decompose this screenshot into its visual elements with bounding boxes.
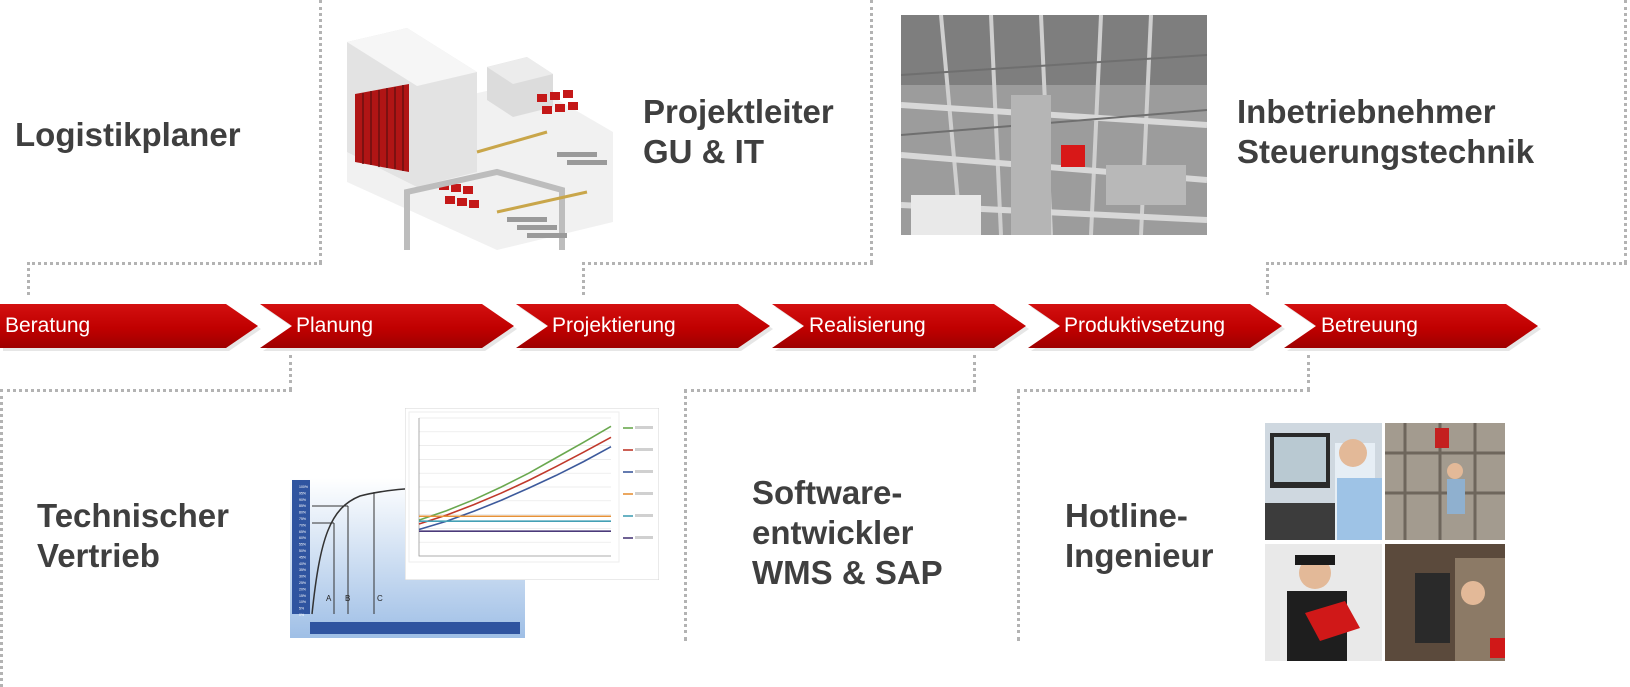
abc-label-b: B [345,594,350,603]
abc-y-tick-label: 90% [299,498,306,502]
abc-y-tick-label: 30% [299,575,306,579]
photo-headset-agent [1265,423,1382,540]
abc-y-tick-label: 100% [299,485,308,489]
role-hotline-line1: Hotline- [1065,497,1188,534]
abc-y-tick-label: 20% [299,587,306,591]
role-logistikplaner-line1: Logistikplaner [15,116,241,153]
chevron-beratung [0,304,261,351]
connector-top-2-horizontal [582,262,873,265]
abc-y-tick-label: 55% [299,543,306,547]
abc-y-tick-label: 50% [299,549,306,553]
connector-top-1-vertical [319,0,322,263]
role-inbetriebnehmer: Inbetriebnehmer Steuerungstechnik [1237,92,1534,172]
series-line [418,446,612,531]
chevron-produktivsetzung [1028,304,1285,351]
cost-line-chart [405,408,659,580]
abc-y-tick-label: 35% [299,568,306,572]
phase-label-betreuung: Betreuung [1321,314,1418,337]
role-softwareentwickler-line2: entwickler [752,514,914,551]
connector-top-3-horizontal [1266,262,1627,265]
phase-label-beratung: Beratung [5,314,91,337]
connector-bottom-3-rise [1307,355,1310,390]
abc-y-tick-label: 15% [299,594,306,598]
connector-top-2-vertical [870,0,873,263]
role-hotline-line2: Ingenieur [1065,537,1214,574]
abc-y-tick-label: 60% [299,536,306,540]
abc-y-tick-label: 25% [299,581,306,585]
connector-top-1-drop [27,262,30,295]
role-projektleiter-line1: Projektleiter [643,93,834,130]
role-technischer-vertrieb-line2: Vertrieb [37,537,160,574]
abc-y-tick-label: 75% [299,517,306,521]
abc-y-ticks: 100% 95% 90% 85% 80% 75% 70% 65% 60% 55% 50% 45% 40%… [299,485,308,617]
connector-bottom-3-vertical [1017,389,1020,641]
role-softwareentwickler-line3: WMS & SAP [752,554,943,591]
abc-y-tick-label: 80% [299,511,306,515]
chevron-projektierung [516,304,773,351]
role-technischer-vertrieb-line1: Technischer [37,497,229,534]
legend-text-placeholder [635,514,653,517]
series-line [418,436,612,525]
abc-y-tick-label: 45% [299,555,306,559]
role-logistikplaner: Logistikplaner [15,115,241,155]
role-inbetriebnehmer-line2: Steuerungstechnik [1237,133,1535,170]
line-chart-legend [623,426,653,539]
role-projektleiter: Projektleiter GU & IT [643,92,834,172]
connector-bottom-3-horizontal [1017,389,1310,392]
series-line [418,425,612,521]
line-chart-series [418,425,612,532]
connector-bottom-2-rise [973,355,976,390]
role-inbetriebnehmer-line1: Inbetriebnehmer [1237,93,1496,130]
connector-top-1-horizontal [27,262,322,265]
phase-label-realisierung: Realisierung [809,314,926,337]
role-softwareentwickler-line1: Software- [752,474,903,511]
role-technischer-vertrieb: Technischer Vertrieb [37,496,229,576]
abc-y-tick-label: 40% [299,562,306,566]
chevron-betreuung [1284,304,1541,351]
legend-text-placeholder [635,536,653,539]
abc-y-tick-label: 65% [299,530,306,534]
abc-y-tick-label: 0% [299,613,304,617]
connector-bottom-1-vertical [0,389,3,687]
abc-y-tick-label: 5% [299,607,304,611]
phase-label-planung: Planung [296,314,374,337]
abc-label-a: A [326,594,332,603]
role-projektleiter-line2: GU & IT [643,133,764,170]
legend-text-placeholder [635,470,653,473]
axis-line [418,418,611,557]
connector-top-3-vertical [1624,0,1627,263]
legend-text-placeholder [635,426,653,429]
connector-bottom-2-horizontal [684,389,976,392]
abc-y-tick-label: 85% [299,504,306,508]
photo-delivery-box [1265,544,1382,661]
abc-y-tick-label: 10% [299,600,306,604]
hotline-photo-collage [1265,423,1505,661]
warehouse-layout-illustration [347,28,613,250]
connector-top-2-drop [582,262,585,295]
role-softwareentwickler: Software- entwickler WMS & SAP [752,473,943,593]
photo-technician [1385,544,1505,661]
chevron-realisierung [772,304,1029,351]
phase-label-projektierung: Projektierung [552,314,676,337]
automated-storage-photo [901,15,1207,235]
photo-warehouse-worker [1385,423,1505,540]
legend-text-placeholder [635,492,653,495]
connector-bottom-1-horizontal [0,389,292,392]
phase-label-produktivsetzung: Produktivsetzung [1064,314,1226,337]
abc-label-c: C [377,594,383,603]
connector-bottom-2-vertical [684,389,687,641]
abc-y-tick-label: 70% [299,523,306,527]
connector-bottom-1-rise [289,355,292,390]
abc-y-tick-label: 95% [299,491,306,495]
connector-top-3-drop [1266,262,1269,295]
legend-text-placeholder [635,448,653,451]
chevron-planung [260,304,517,351]
process-chevron-bar [0,304,1541,351]
role-hotline: Hotline- Ingenieur [1065,496,1214,576]
